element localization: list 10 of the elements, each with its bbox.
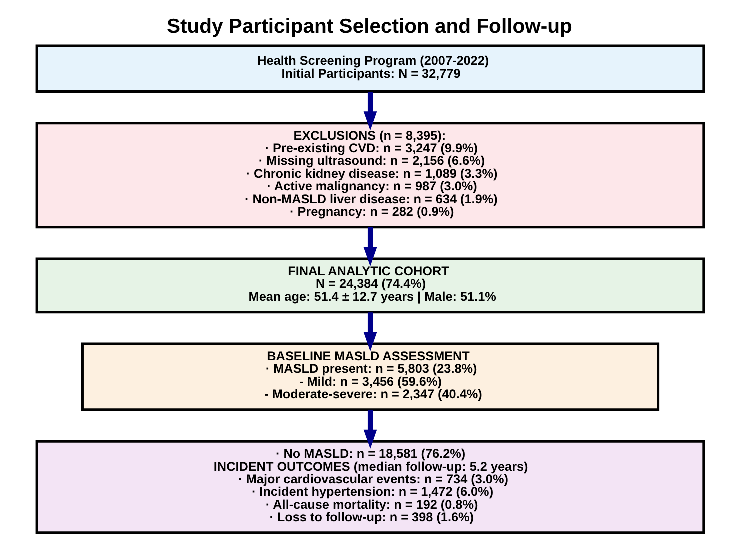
arrow xyxy=(364,410,378,449)
diagram-title: Study Participant Selection and Follow-up xyxy=(167,16,572,38)
arrow xyxy=(364,312,378,352)
node-box: FINAL ANALYTIC COHORT N = 24,384 (74.4%) Mean age: 51.4 ± 12.7 years | Male: 51.1% xyxy=(36,258,706,314)
node-box: · No MASLD: n = 18,581 (76.2%) INCIDENT OUTCOMES (median follow-up: 5.2 years) · Major cardiovascular events: n = 734 (3.0%) · Incident hypertension: n = 1,472 (6.0%) · All-cause mortality: n = 192 (0.8%) · Loss to follow-up: n = 398 (1.6%) xyxy=(36,440,706,534)
node-box: EXCLUSIONS (n = 8,395): · Pre-existing CVD: n = 3,247 (9.9%) · Missing ultrasound: n = 2,156 (6.6%) · Chronic kidney disease: n = 1,089 (3.3%) · Active malignancy: n = 987 (3.0%) · Non-MASLD liver disease: n = 634 (1.9%) · Pregnancy: n = 282 (0.9%) xyxy=(36,122,706,229)
arrow xyxy=(364,92,378,131)
node-box: Health Screening Program (2007-2022) Initial Participants: N = 32,779 xyxy=(36,44,706,93)
arrow xyxy=(364,227,378,267)
node-box: BASELINE MASLD ASSESSMENT · MASLD present: n = 5,803 (23.8%) - Mild: n = 3,456 (59.6%) - Moderate-severe: n = 2,347 (40.4%) xyxy=(81,342,660,412)
